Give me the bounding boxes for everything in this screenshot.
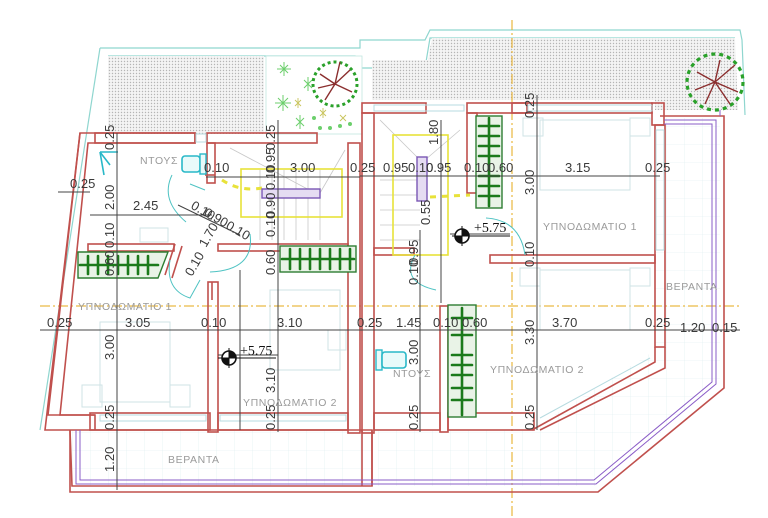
door-swings	[167, 174, 526, 299]
room-label-bedroom: ΥΠΝΟΔΩΜΑΤΙΟ 2	[490, 364, 584, 376]
veranda-floor-bottom	[72, 430, 372, 486]
room-label-bedroom: ΥΠΝΟΔΩΜΑΤΙΟ 1	[78, 301, 172, 313]
dimension-text: 0.60	[462, 315, 487, 330]
shower-icon	[99, 151, 118, 176]
dimension-text: 3.10	[263, 368, 278, 393]
dimension-text: 0.25	[522, 93, 537, 118]
dimension-text: 0.10	[433, 315, 458, 330]
dimension-text: 0.10	[263, 212, 278, 237]
dimension-text: 0.95	[426, 160, 451, 175]
room-label-veranda: ΒΕΡΑΝΤΑ	[168, 454, 220, 466]
dimension-text: 0.60	[102, 251, 117, 276]
wardrobe	[447, 304, 477, 418]
level-marker-icon	[452, 226, 510, 246]
dimension-text: 0.25	[263, 125, 278, 150]
dimension-text: 0.10	[408, 160, 433, 175]
dimension-text: 0.25	[350, 160, 375, 175]
dimension-text: 3.05	[125, 315, 150, 330]
dimension-text: 0.10	[224, 218, 253, 244]
dimension-text: 0.55	[418, 200, 433, 225]
dimension-text: 0.25	[357, 315, 382, 330]
dimension-text: 3.10	[277, 315, 302, 330]
garden-vegetation	[265, 55, 363, 135]
dimension-text: 3.30	[522, 320, 537, 345]
dimension-text: 3.15	[565, 160, 590, 175]
tree-icon	[685, 52, 745, 112]
dimension-text: 3.00	[102, 335, 117, 360]
toilet-icon	[375, 349, 407, 371]
dimension-text: 0.95	[263, 148, 278, 173]
wardrobe	[475, 115, 503, 209]
paving-area-left	[108, 56, 264, 134]
stair-direction	[429, 193, 471, 199]
dimension-text: 2.00	[102, 185, 117, 210]
room-label-veranda: ΒΕΡΑΝΤΑ	[666, 281, 718, 293]
windows	[99, 104, 665, 422]
dimension-text: 0.25	[645, 160, 670, 175]
veranda-floor-right	[378, 118, 720, 486]
dimension-labels: 0.25 0.25 2.00 2.45 0.10 0.60 0.10 0.10 …	[47, 93, 737, 472]
dimension-text: 1.45	[396, 315, 421, 330]
toilet-icon	[181, 153, 207, 175]
dimension-text: 3.00	[290, 160, 315, 175]
staircase	[229, 119, 461, 241]
dimension-text: 1.20	[680, 320, 705, 335]
railings	[75, 110, 721, 485]
dimension-text: 0.10	[263, 165, 278, 190]
stair-handrail	[416, 156, 428, 202]
dimension-text: 0.25	[645, 315, 670, 330]
level-label: +5.75	[240, 344, 272, 359]
dimension-text: 0.25	[47, 315, 72, 330]
stair-direction	[221, 178, 263, 191]
dimension-text: 0.10	[201, 315, 226, 330]
paving-area-right	[372, 38, 738, 110]
dimension-text: 3.00	[406, 340, 421, 365]
dimension-text: 0.60	[488, 160, 513, 175]
walls	[44, 102, 725, 493]
level-label: +5.75	[474, 221, 506, 236]
dimension-text: 0.60	[263, 250, 278, 275]
dimension-text: 0.95	[383, 160, 408, 175]
room-label-bath: ΝΤΟΥΣ	[140, 155, 178, 167]
wardrobe	[279, 245, 357, 273]
dimension-text: 2.45	[133, 198, 158, 213]
dimension-text: 0.10	[204, 160, 229, 175]
room-label-bedroom: ΥΠΝΟΔΩΜΑΤΙΟ 2	[243, 397, 337, 409]
dimension-text: 0.15	[712, 320, 737, 335]
dimension-text: 0.25	[263, 405, 278, 430]
dimension-text: 3.00	[522, 170, 537, 195]
dimension-text: 1.80	[426, 120, 441, 145]
dimension-lines	[40, 95, 740, 490]
dimension-text: 3.70	[552, 315, 577, 330]
dimension-text: 0.10	[522, 242, 537, 267]
dimension-text: 0.25	[522, 405, 537, 430]
dimension-text: 0.25	[102, 405, 117, 430]
dimension-text: 0.10	[102, 223, 117, 248]
dimension-text: 1.20	[102, 447, 117, 472]
level-marker-icon	[218, 348, 276, 368]
dimension-text: 0.10	[406, 260, 421, 285]
dimension-text: 0.95	[406, 240, 421, 265]
stair-arrow-box	[240, 168, 343, 218]
wardrobe	[77, 251, 170, 279]
dimension-text: 0.90	[263, 193, 278, 218]
dimension-text: 0.25	[102, 125, 117, 150]
stair-handrail	[261, 188, 321, 199]
dimension-text: 0.25	[406, 405, 421, 430]
dimension-text: 0.10	[182, 249, 208, 278]
room-label-bath: ΝΤΟΥΣ	[393, 368, 431, 380]
dimension-text: 0.25	[70, 176, 95, 191]
room-label-bedroom: ΥΠΝΟΔΩΜΑΤΙΟ 1	[543, 221, 637, 233]
tree-icon	[311, 60, 359, 108]
dimension-text: 0.10	[464, 160, 489, 175]
